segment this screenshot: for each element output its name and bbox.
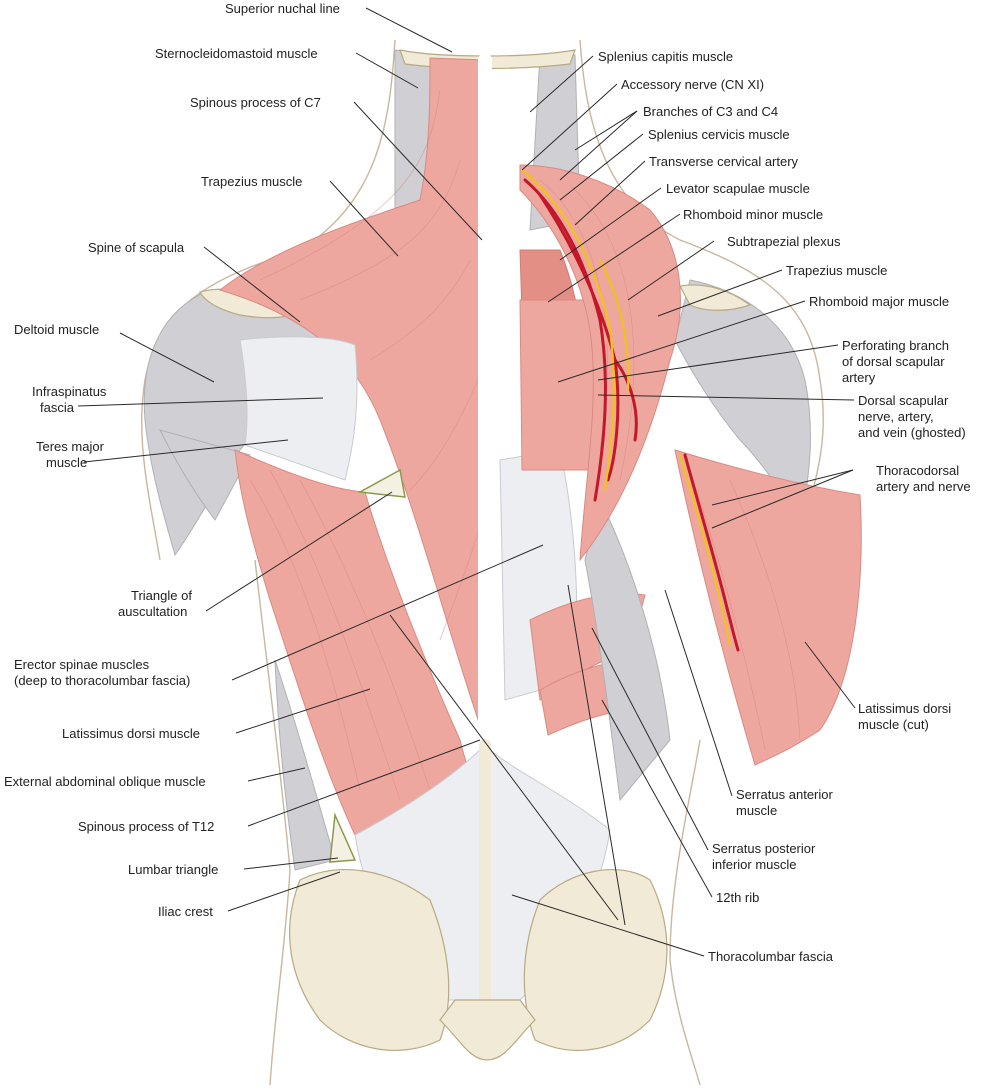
label-iliac-crest: Iliac crest: [158, 904, 213, 919]
label-erector-spinae-2: (deep to thoracolumbar fascia): [14, 673, 190, 688]
trapezius-left-shape: [218, 57, 486, 741]
label-triangle-auscultation-2: auscultation: [118, 604, 187, 619]
label-sternocleidomastoid: Sternocleidomastoid muscle: [155, 46, 318, 61]
label-superior-nuchal-line: Superior nuchal line: [225, 1, 340, 16]
label-perforating-branch-3: artery: [842, 370, 876, 385]
label-rhomboid-major: Rhomboid major muscle: [809, 294, 949, 309]
label-teres-major-1: Teres major: [36, 439, 105, 454]
rhomboid-shapes: [519, 249, 603, 471]
label-serratus-anterior-1: Serratus anterior: [736, 787, 833, 802]
pelvis: [289, 869, 668, 1061]
body-outline: [141, 39, 824, 1086]
lumbar-triangle-shape: [329, 812, 357, 863]
label-deltoid: Deltoid muscle: [14, 322, 99, 337]
label-perforating-branch-1: Perforating branch: [842, 338, 949, 353]
leader-lines: [77, 7, 856, 957]
label-serratus-anterior-2: muscle: [736, 803, 777, 818]
label-perforating-branch-2: of dorsal scapular: [842, 354, 945, 369]
label-thoracodorsal-2: artery and nerve: [876, 479, 971, 494]
label-thoracodorsal-1: Thoracodorsal: [876, 463, 959, 478]
label-subtrapezial-plexus: Subtrapezial plexus: [727, 234, 841, 249]
label-trapezius-left: Trapezius muscle: [201, 174, 302, 189]
label-dorsal-scapular-1: Dorsal scapular: [858, 393, 949, 408]
label-infraspinatus-1: Infraspinatus: [32, 384, 107, 399]
label-latissimus-dorsi: Latissimus dorsi muscle: [62, 726, 200, 741]
label-erector-spinae-1: Erector spinae muscles: [14, 657, 150, 672]
infraspinatus-fascia-shape: [239, 336, 358, 481]
label-dorsal-scapular-3: and vein (ghosted): [858, 425, 966, 440]
label-serratus-posterior-2: inferior muscle: [712, 857, 797, 872]
label-rhomboid-minor: Rhomboid minor muscle: [683, 207, 823, 222]
label-latissimus-cut-1: Latissimus dorsi: [858, 701, 951, 716]
serratus-anterior-shape: [584, 498, 671, 802]
label-thoracolumbar-fascia: Thoracolumbar fascia: [708, 949, 834, 964]
label-rib-12: 12th rib: [716, 890, 759, 905]
label-spinous-c7: Spinous process of C7: [190, 95, 321, 110]
label-branches-c3-c4: Branches of C3 and C4: [643, 104, 778, 119]
triangle-of-auscultation-shape: [357, 468, 406, 498]
label-accessory-nerve: Accessory nerve (CN XI): [621, 77, 764, 92]
label-external-oblique: External abdominal oblique muscle: [4, 774, 206, 789]
label-infraspinatus-2: fascia: [40, 400, 75, 415]
external-oblique-shape: [274, 659, 336, 871]
label-spine-of-scapula: Spine of scapula: [88, 240, 185, 255]
shoulders: [143, 279, 811, 557]
labels: Superior nuchal line Sternocleidomastoid…: [4, 1, 971, 964]
label-triangle-auscultation-1: Triangle of: [131, 588, 192, 603]
label-latissimus-cut-2: muscle (cut): [858, 717, 929, 732]
label-serratus-posterior-1: Serratus posterior: [712, 841, 816, 856]
label-lumbar-triangle: Lumbar triangle: [128, 862, 218, 877]
right-acromion: [679, 284, 752, 311]
latissimus-cut-shape: [674, 449, 862, 766]
label-levator-scapulae: Levator scapulae muscle: [666, 181, 810, 196]
label-transverse-cervical-artery: Transverse cervical artery: [649, 154, 799, 169]
vessels-nerves: [520, 168, 740, 652]
label-teres-major-2: muscle: [46, 455, 87, 470]
label-dorsal-scapular-2: nerve, artery,: [858, 409, 934, 424]
label-splenius-cervicis: Splenius cervicis muscle: [648, 127, 790, 142]
label-spinous-t12: Spinous process of T12: [78, 819, 214, 834]
label-splenius-capitis: Splenius capitis muscle: [598, 49, 733, 64]
label-trapezius-right: Trapezius muscle: [786, 263, 887, 278]
